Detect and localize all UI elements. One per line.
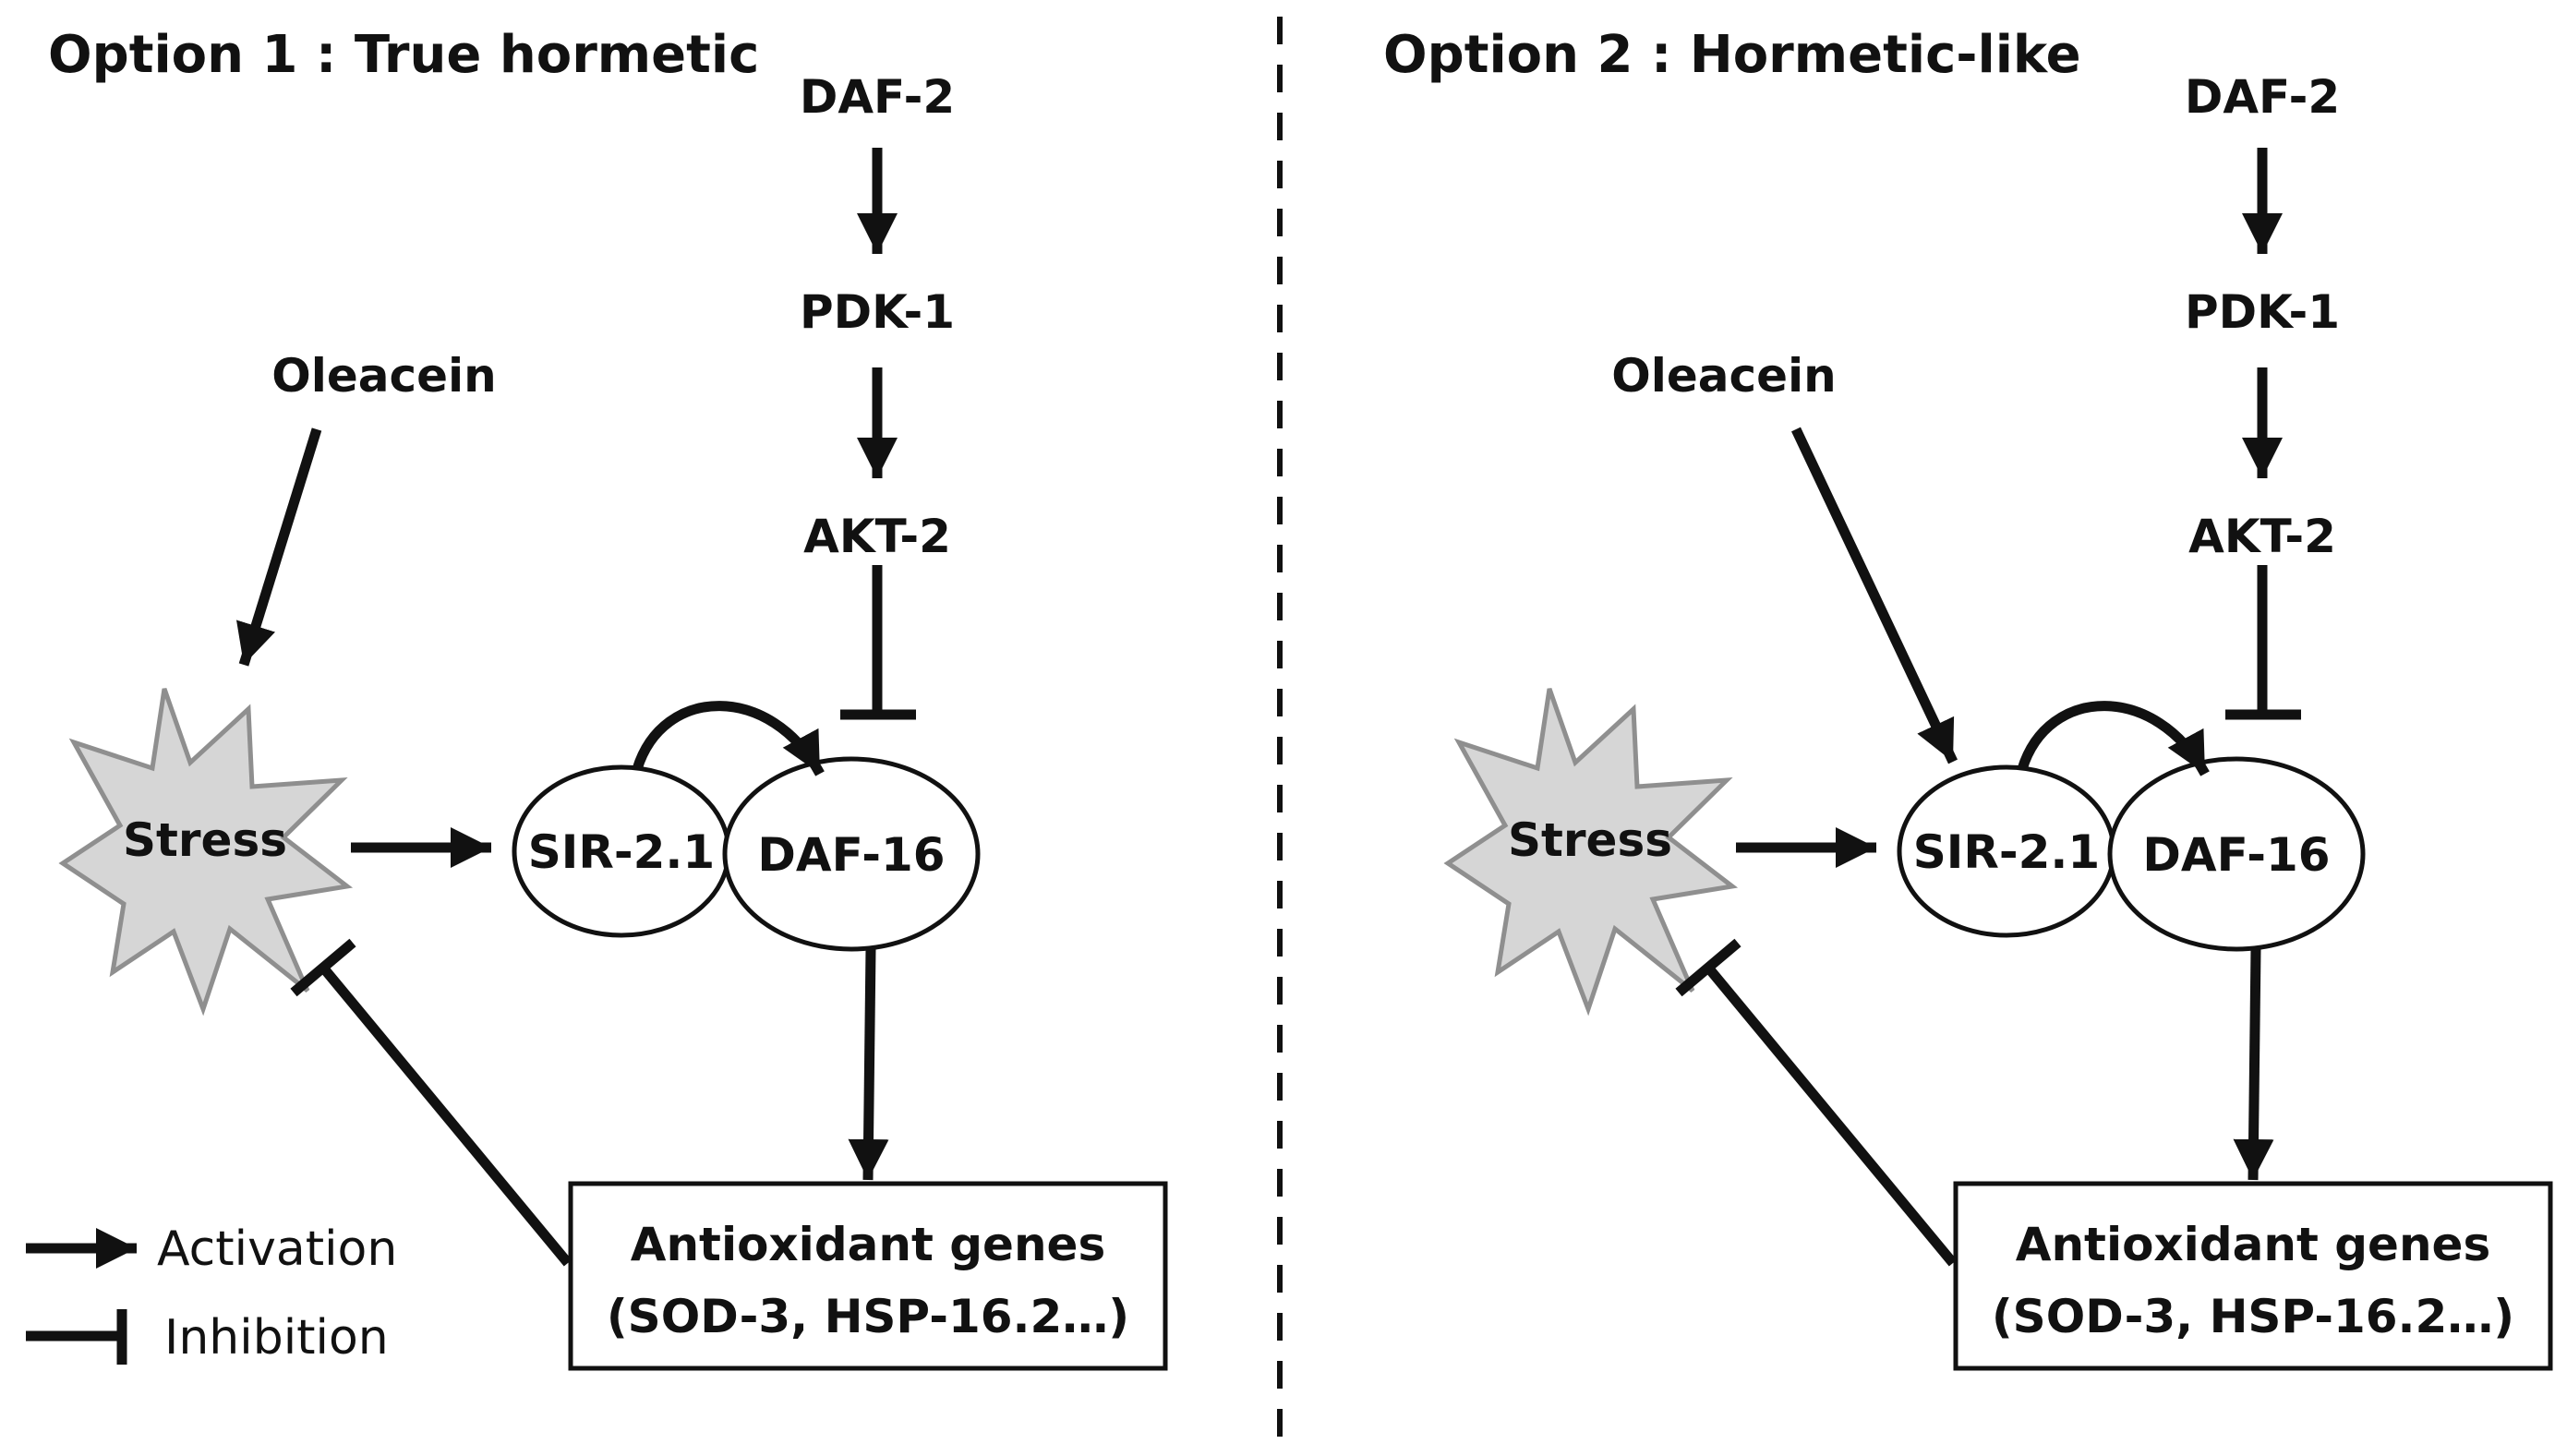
oleacein-label: Oleacein <box>1611 349 1837 403</box>
inhibit-bar <box>1675 938 1741 997</box>
antioxidant-genes-box <box>1953 1181 2553 1371</box>
arrow-sir21-to-daf16 <box>632 701 825 776</box>
genes-label-line1: Antioxidant genes <box>631 1218 1105 1271</box>
inhibit-bar <box>290 938 356 997</box>
akt2-label: AKT-2 <box>803 510 951 563</box>
sir21-label: SIR-2.1 <box>1913 825 2100 879</box>
oleacein-label: Oleacein <box>271 349 497 403</box>
daf16-label: DAF-16 <box>2142 828 2330 882</box>
arrow-oleacein-to-stress <box>236 427 322 667</box>
antioxidant-genes-box <box>568 1181 1168 1371</box>
legend-activation-label: Activation <box>157 1221 397 1277</box>
stress-burst <box>1443 688 1739 1017</box>
pdk1-label: PDK-1 <box>800 285 955 339</box>
arrow-daf16-to-genes <box>2233 948 2274 1181</box>
daf16-node <box>2107 756 2366 952</box>
legend-inhibition-label: Inhibition <box>164 1310 389 1366</box>
stress-label: Stress <box>1508 813 1672 867</box>
stress-burst <box>58 688 354 1017</box>
panel-option-1: Option 1 : True hormetic DAF-2 PDK-1 AKT… <box>48 25 1168 1371</box>
inhibit-genes-to-stress <box>1704 964 1958 1267</box>
sir21-label: SIR-2.1 <box>528 825 715 879</box>
inhibit-genes-to-stress <box>319 964 572 1267</box>
panel-title: Option 1 : True hormetic <box>48 25 759 85</box>
arrow-daf16-to-genes <box>848 948 889 1181</box>
daf16-label: DAF-16 <box>757 828 945 882</box>
legend: Activation Inhibition <box>26 1221 397 1366</box>
akt2-label: AKT-2 <box>2188 510 2336 563</box>
genes-label-line2: (SOD-3, HSP-16.2…) <box>607 1290 1129 1343</box>
pdk1-label: PDK-1 <box>2185 285 2340 339</box>
stress-label: Stress <box>123 813 287 867</box>
arrow-oleacein-to-sir21 <box>1791 427 1958 764</box>
daf2-label: DAF-2 <box>2185 70 2340 124</box>
daf2-label: DAF-2 <box>800 70 955 124</box>
daf16-node <box>722 756 981 952</box>
arrow-sir21-to-daf16 <box>2017 701 2210 776</box>
genes-label-line1: Antioxidant genes <box>2016 1218 2490 1271</box>
panel-option-2: Option 2 : Hormetic-like DAF-2 PDK-1 AKT… <box>1383 25 2553 1371</box>
panel-title: Option 2 : Hormetic-like <box>1383 25 2081 85</box>
genes-label-line2: (SOD-3, HSP-16.2…) <box>1992 1290 2514 1343</box>
